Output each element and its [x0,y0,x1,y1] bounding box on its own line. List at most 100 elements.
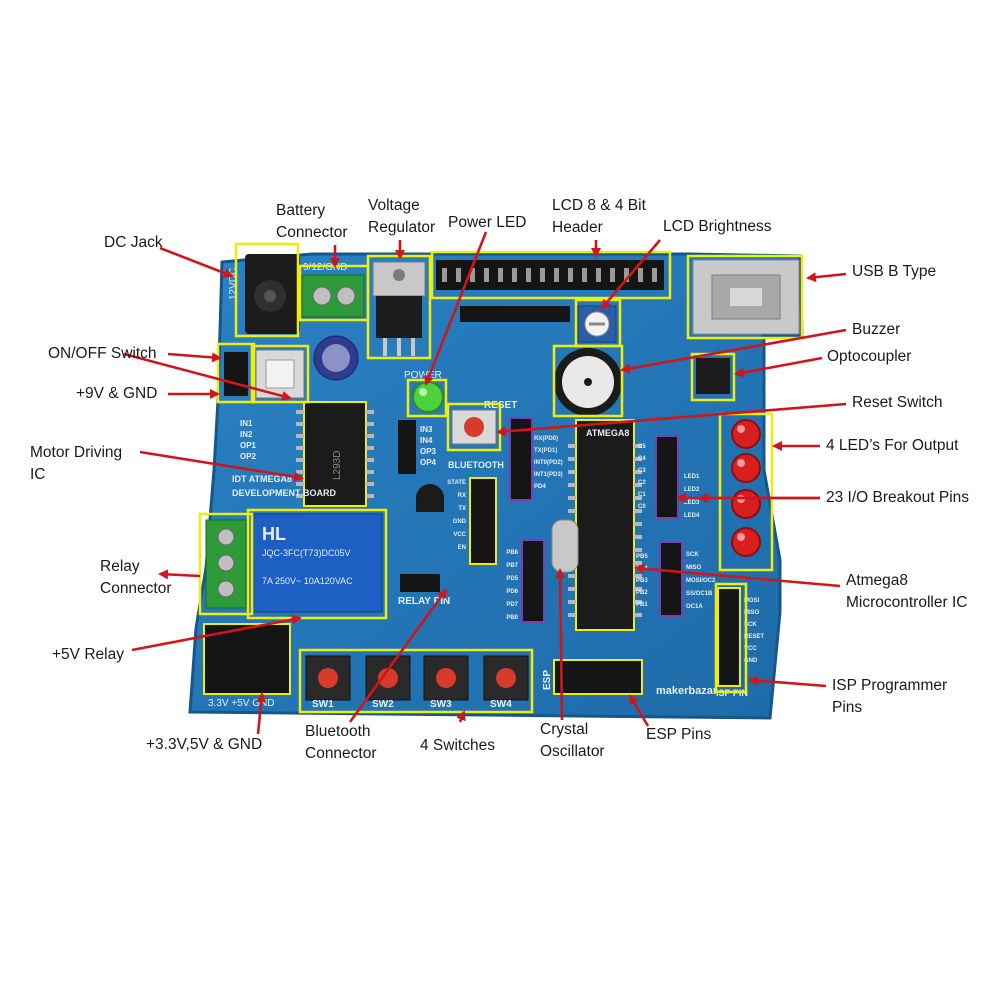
lcd-pin [442,268,447,282]
in-labels-item: OP3 [420,447,437,456]
pb-labels-item: PB2 [636,590,648,596]
output-led [731,527,761,557]
plus9v-pins-component [224,352,248,396]
label-motor-ic: Motor Driving IC [30,444,123,483]
in-labels-item: OP4 [420,458,437,467]
relay-component [251,513,383,613]
pc-labels-item: C4 [638,456,646,462]
motor-ic-pin [366,470,374,474]
atmega-pin [634,613,642,617]
pb-labels-item: PB0 [506,615,518,621]
in-labels-item: OP1 [240,441,257,450]
reset-switch-component [451,409,497,445]
led-labels-item: LED2 [684,487,700,493]
lcd-pin [652,268,657,282]
spi-labels-item: OC1A [686,604,703,610]
label-isp-pins: ISP Programmer Pins [832,677,948,716]
atmega-pin [634,496,642,500]
lcd-pin [498,268,503,282]
spi-header [659,541,683,617]
pd-labels-item: PD4 [534,484,546,490]
voltage-regulator-component [372,261,426,356]
silk-board-sub: DEVELOPMENT BOARD [232,488,337,498]
motor-ic-pin [366,482,374,486]
label-crystal: Crystal Oscillator [540,721,605,760]
in-labels-item: OP2 [240,452,257,461]
atmega-pin [634,574,642,578]
atmega-pin [568,483,576,487]
lcd-pin [512,268,517,282]
pc-labels-item: C1 [638,492,646,498]
bt-labels-item: VCC [453,532,466,538]
label-leds-output: 4 LED’s For Output [826,437,959,454]
label-plus9v-gnd: +9V & GND [76,385,158,402]
pb-labels-item: PB6 [506,550,518,556]
label-relay-5v: +5V Relay [52,646,124,663]
push-switch-cap [436,668,456,688]
atmega-pin [634,600,642,604]
esp-header [553,659,643,695]
spi-labels-item: MOSI/OC2 [686,578,716,584]
isp-labels-item: MOSI [744,598,760,604]
lcd-pin [554,268,559,282]
atmega-pin [634,509,642,513]
silk-power-pins: 3.3V +5V GND [208,698,274,709]
label-atmega8-ic: Atmega8 Microcontroller IC [846,572,968,611]
lcd-pin [484,268,489,282]
label-switches: 4 Switches [420,737,495,754]
dc-jack-component [245,254,300,334]
atmega-pin [634,587,642,591]
label-power-rails: +3.3V,5V & GND [146,736,263,753]
switch-label: SW4 [490,699,512,710]
atmega-pin [568,587,576,591]
motor-ic-pin [296,482,304,486]
motor-ic-pin [296,470,304,474]
lcd-pin [470,268,475,282]
pb-labels-item: PB5 [636,554,648,560]
push-switch-cap [378,668,398,688]
label-lcd-brightness: LCD Brightness [663,218,772,235]
label-reset-switch: Reset Switch [852,394,943,411]
isp-labels-item: MISO [744,610,760,616]
pc-labels-item: C0 [638,504,646,510]
label-battery-connector: Battery Connector [276,202,348,241]
silk-relay-rating: 7A 250V~ 10A120VAC [262,576,353,586]
atmega-pin [634,457,642,461]
lcd-pin [568,268,573,282]
crystal-oscillator-component [551,519,579,573]
motor-ic-pin [296,410,304,414]
spi-labels-item: SS/OC1B [686,591,713,597]
annotation-arrows [123,231,847,735]
output-led [731,453,761,483]
spi-labels-item: MISO [686,565,702,571]
port-c-header [655,435,679,519]
bt-labels-item: RX [458,493,466,499]
atmega-pin [568,574,576,578]
lcd-pin [582,268,587,282]
motor-driver-ic-component [296,401,374,507]
lcd-pin [610,268,615,282]
on-off-switch-component [255,349,305,399]
pc-labels-item: C3 [638,468,646,474]
atmega-pin [634,535,642,539]
pb-labels-item: PB1 [636,602,648,608]
bluetooth-connector-component [469,477,497,565]
atmega-pin [634,444,642,448]
label-buzzer: Buzzer [852,321,901,338]
spi-labels-item: SCK [686,552,699,558]
atmega-pin [634,548,642,552]
capacitor-component [313,335,359,381]
isp-labels-item: VCC [744,646,757,652]
transistor-component [416,484,444,512]
switch-label: SW3 [430,699,452,710]
silk-bluetooth: BLUETOOTH [448,460,504,470]
label-usb-b-type: USB B Type [852,263,937,280]
bt-labels-item: STATE [447,480,466,486]
pb-labels-item: PD7 [506,602,518,608]
output-led-glint [737,425,745,433]
pd-labels-item: TX(PD1) [534,448,557,454]
pb-labels-item: PD6 [506,589,518,595]
